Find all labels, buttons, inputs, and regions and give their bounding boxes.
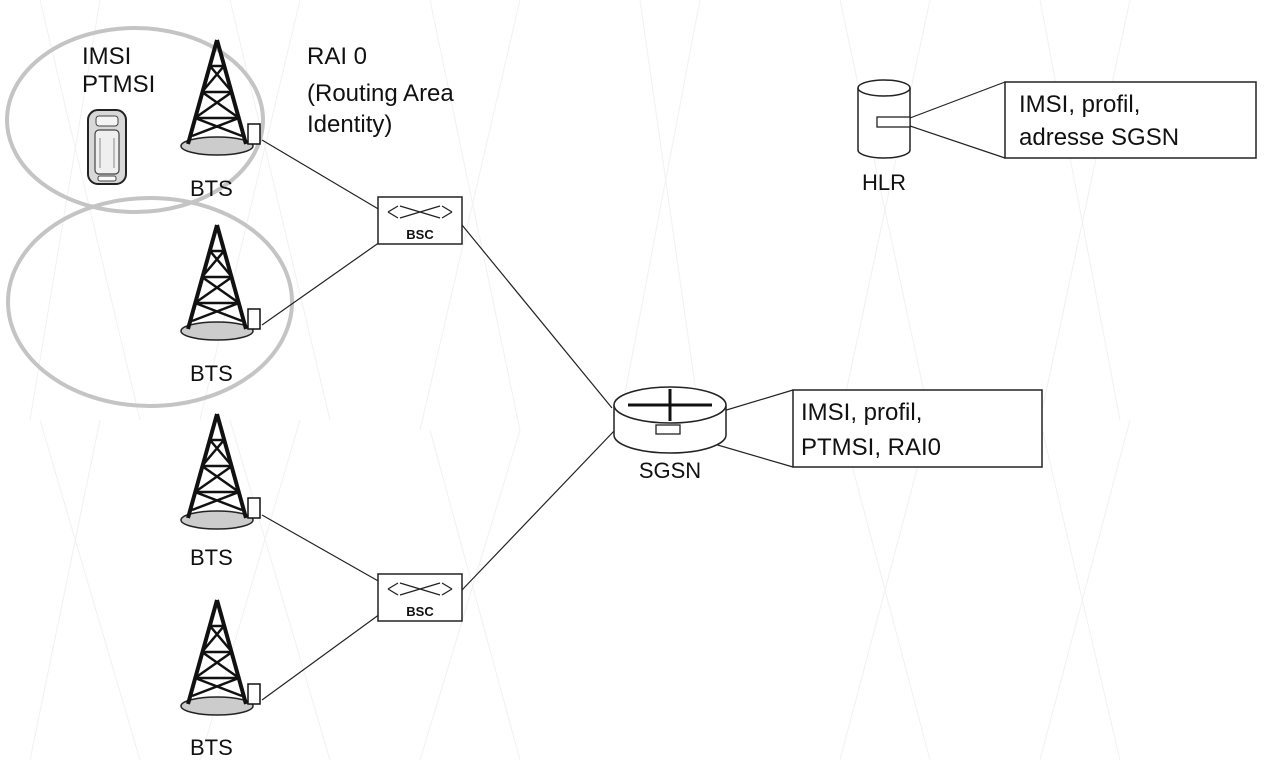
bsc-node: BSC	[377, 573, 463, 622]
bsc-box	[377, 196, 463, 245]
routing-area-cell-second	[6, 196, 294, 408]
bts-label: BTS	[190, 361, 233, 386]
link-bts4-bsc2	[261, 613, 381, 701]
bts-label: BTS	[190, 176, 233, 201]
routing-area-label-line2: (Routing Area	[307, 80, 454, 107]
bsc-node: BSC	[377, 196, 463, 245]
callout-hlr-record-top	[909, 81, 1006, 119]
bsc-label: BSC	[406, 604, 434, 619]
bsc-switch-icon	[387, 205, 453, 219]
hlr-record-line1: IMSI, profil,	[1019, 91, 1140, 118]
hlr-record-box	[1004, 81, 1257, 159]
sgsn-record-box	[792, 389, 1043, 468]
hlr-database-icon	[857, 79, 911, 159]
bts-label: BTS	[190, 545, 233, 570]
bts-label: BTS	[190, 735, 233, 760]
hlr-label: HLR	[862, 170, 906, 195]
bsc-label: BSC	[406, 227, 434, 242]
bsc-box	[377, 573, 463, 622]
background-pattern	[29, 0, 1131, 760]
routing-area-label-line1: RAI 0	[307, 43, 367, 70]
mobile-phone-icon	[87, 109, 127, 185]
link-bsc1-sgsn	[461, 224, 613, 409]
mobile-ptmsi-label: PTMSI	[82, 71, 155, 98]
routing-area-cell-top	[5, 26, 265, 214]
bts-tower-icon	[180, 224, 261, 341]
link-bsc2-sgsn	[461, 429, 616, 591]
hlr-record-line2: adresse SGSN	[1019, 124, 1179, 151]
link-bts3-bsc2	[261, 514, 381, 583]
callout-hlr-record-bottom	[909, 125, 1006, 159]
bts-tower-icon	[180, 39, 261, 156]
sgsn-record-line1: IMSI, profil,	[801, 399, 922, 426]
bts-tower-icon	[180, 599, 261, 716]
link-bts1-bsc1	[261, 139, 381, 211]
routing-area-label-line3: Identity)	[307, 111, 392, 138]
sgsn-label: SGSN	[639, 458, 701, 483]
sgsn-record-line2: PTMSI, RAI0	[801, 434, 941, 461]
mobile-imsi-label: IMSI	[82, 43, 131, 70]
link-bts2-bsc1	[261, 241, 381, 326]
bts-tower-icon	[180, 413, 261, 530]
bsc-switch-icon	[387, 582, 453, 596]
sgsn-router-icon	[613, 386, 727, 454]
